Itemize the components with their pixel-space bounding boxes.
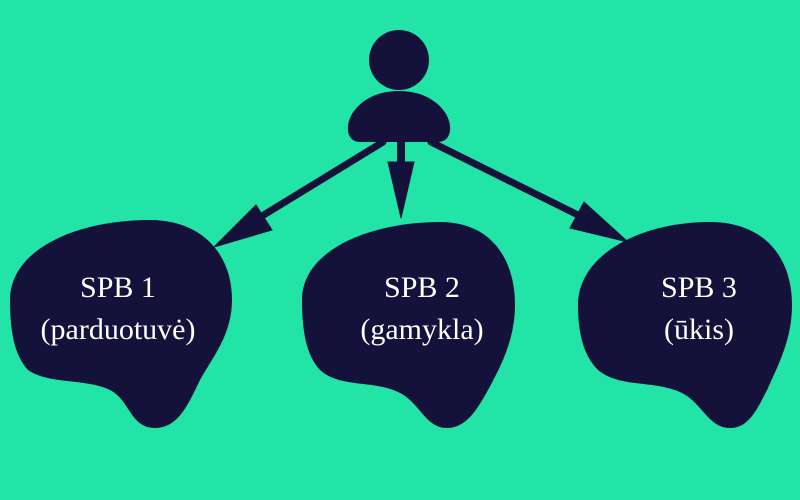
node-blob — [578, 222, 792, 428]
person-head — [369, 30, 429, 90]
node-subtitle: (parduotuvė) — [41, 313, 196, 346]
node-title: SPB 3 — [661, 271, 737, 304]
node-spb-3: SPB 3 (ūkis) — [578, 222, 792, 428]
arrow-to-spb-3 — [427, 138, 629, 243]
node-blob — [302, 222, 515, 428]
node-title: SPB 1 — [80, 271, 156, 304]
person-icon — [347, 30, 451, 142]
node-subtitle: (ūkis) — [664, 313, 734, 346]
node-spb-1: SPB 1 (parduotuvė) — [10, 220, 232, 428]
arrows — [213, 136, 629, 248]
person-body — [347, 91, 451, 142]
node-spb-2: SPB 2 (gamykla) — [302, 222, 515, 428]
arrow-to-spb-1 — [213, 138, 387, 248]
node-title: SPB 2 — [384, 271, 460, 304]
node-subtitle: (gamykla) — [360, 313, 483, 346]
node-blob — [10, 220, 232, 428]
arrow-to-spb-2 — [387, 136, 415, 219]
